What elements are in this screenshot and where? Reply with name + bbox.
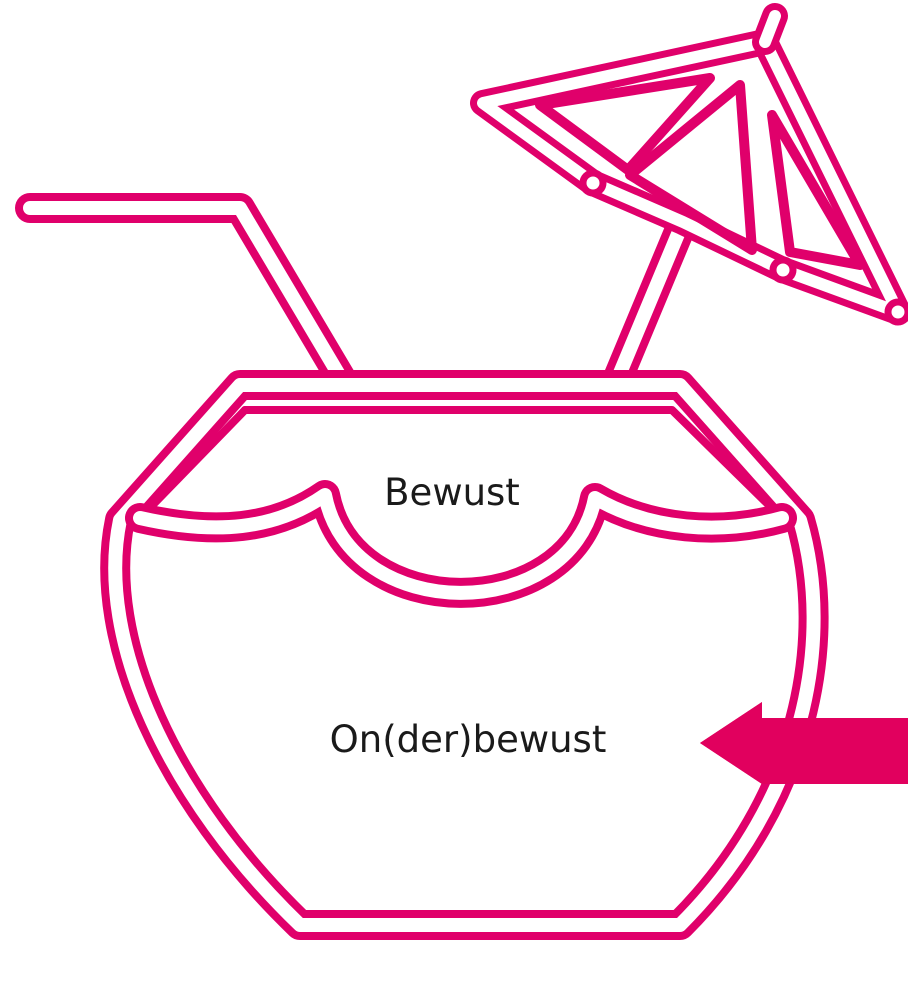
drinking-straw-icon [15, 193, 360, 400]
label-bewust: Bewust [384, 471, 520, 514]
umbrella-stick-icon [600, 207, 698, 400]
coconut-drink-icon [100, 370, 829, 940]
label-onderbewust: On(der)bewust [330, 718, 607, 761]
left-arrow-icon [700, 702, 908, 784]
cocktail-umbrella-icon [470, 3, 908, 326]
